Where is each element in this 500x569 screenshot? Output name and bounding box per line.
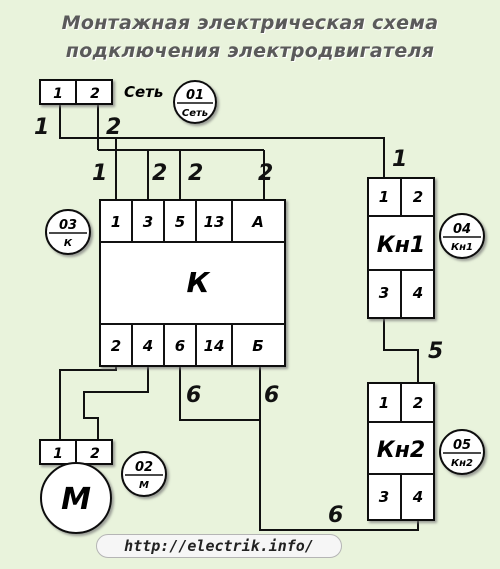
badge-button2 xyxy=(439,429,485,475)
wire-kB xyxy=(259,366,419,531)
badge-motor-caption: М xyxy=(139,480,149,491)
wire-label-k6: 6 xyxy=(186,383,201,408)
button1-terminal-1: 1 xyxy=(379,188,389,206)
contactor-terminal-1: 1 xyxy=(111,213,121,231)
contactor-terminal-A: А xyxy=(251,213,264,231)
network-terminal-1: 1 xyxy=(53,86,63,102)
wire-link-5 xyxy=(383,318,419,383)
button1-terminal-3: 3 xyxy=(379,284,389,302)
button2-terminal-3: 3 xyxy=(379,488,389,506)
badge-network-caption: Сеть xyxy=(182,108,208,119)
badge-button2-caption: Кн2 xyxy=(451,458,473,469)
button1-name: Кн1 xyxy=(377,233,426,258)
button2-name: Кн2 xyxy=(377,438,426,463)
contactor-terminal-2: 2 xyxy=(111,337,121,355)
wire-label-link-5: 5 xyxy=(428,339,443,364)
button2-terminal-2: 2 xyxy=(413,394,423,412)
wire-label-bottom-6: 6 xyxy=(328,503,343,528)
contactor-terminal-5: 5 xyxy=(175,213,185,231)
badge-button1-number: 04 xyxy=(453,222,471,237)
badge-button1-caption: Кн1 xyxy=(451,242,473,253)
wire-label-k3: 2 xyxy=(152,161,167,186)
button1-terminal-2: 2 xyxy=(413,188,423,206)
wire-label-kA: 2 xyxy=(258,161,273,186)
contactor-terminal-4: 4 xyxy=(142,337,153,355)
motor-terminal-block xyxy=(39,439,113,465)
source-url[interactable]: http://electrik.info/ xyxy=(96,534,342,558)
contactor-block xyxy=(99,199,286,367)
motor-name: М xyxy=(61,482,91,517)
contactor-terminal-13: 13 xyxy=(204,213,225,231)
badge-motor xyxy=(121,451,167,497)
contactor-terminal-3: 3 xyxy=(143,213,153,231)
badge-button1 xyxy=(439,213,485,259)
button2-terminal-4: 4 xyxy=(412,488,423,506)
motor-terminal-1: 1 xyxy=(53,446,63,462)
badge-motor-number: 02 xyxy=(135,460,153,475)
contactor-terminal-14: 14 xyxy=(204,337,225,355)
wire-network-1 xyxy=(59,104,385,178)
motor-terminal-2: 2 xyxy=(90,446,100,462)
wires xyxy=(59,104,419,531)
badge-contactor-caption: К xyxy=(64,238,73,249)
motor-symbol xyxy=(40,462,112,534)
button1-terminal-4: 4 xyxy=(412,284,423,302)
contactor-terminal-6: 6 xyxy=(175,337,185,355)
diagram-title-line1: Монтажная электрическая схема xyxy=(61,12,439,34)
network-terminal-block xyxy=(39,79,113,105)
wire-label-k5: 2 xyxy=(188,161,203,186)
wire-label-net-1: 1 xyxy=(34,115,49,140)
network-label: Сеть xyxy=(124,83,163,101)
wire-label-k1: 1 xyxy=(92,161,107,186)
wire-label-net-2: 2 xyxy=(106,115,121,140)
network-terminal-2: 2 xyxy=(90,86,100,102)
wire-label-kB: 6 xyxy=(264,383,279,408)
badge-contactor-number: 03 xyxy=(59,218,77,233)
badge-button2-number: 05 xyxy=(453,438,471,453)
wire-label-kn1-top: 1 xyxy=(392,147,407,172)
wire-k2-motor xyxy=(59,366,117,440)
contactor-terminal-B: Б xyxy=(252,337,263,355)
badge-network xyxy=(173,80,217,124)
contactor-name: К xyxy=(187,266,212,299)
badge-network-number: 01 xyxy=(186,88,204,103)
diagram-title-line2: подключения электродвигателя xyxy=(65,40,435,62)
wire-k4-motor xyxy=(83,366,149,440)
button2-terminal-1: 1 xyxy=(379,394,389,412)
badge-contactor xyxy=(45,209,91,255)
